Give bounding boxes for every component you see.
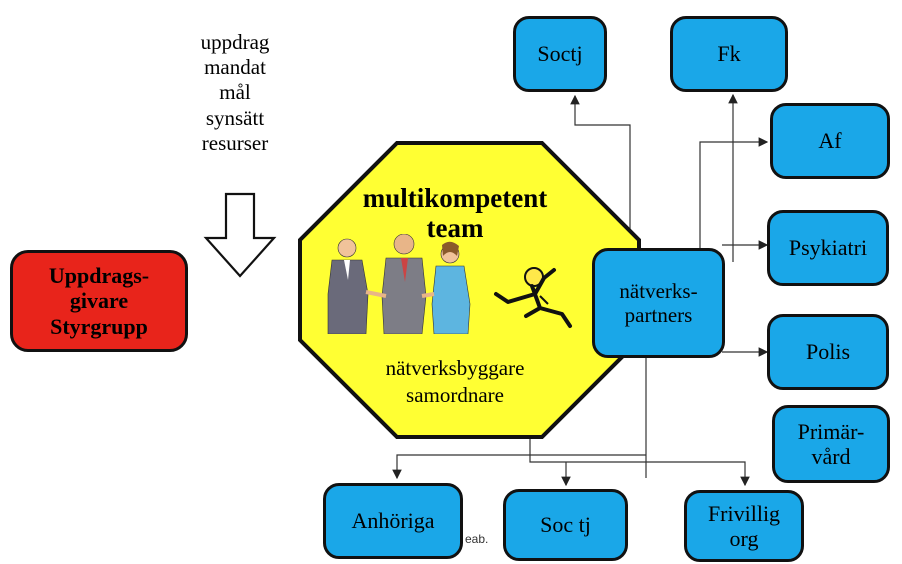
network-partners-hub: nätverks- partners xyxy=(592,248,725,358)
assignment-terms-text: uppdrag mandat mål synsätt resurser xyxy=(200,30,270,155)
client-steering-group-label: Uppdrags- givare Styrgrupp xyxy=(48,263,150,339)
partner-label-af: Af xyxy=(818,128,842,154)
line-team-bottom xyxy=(529,430,750,487)
team-octagon xyxy=(298,141,641,439)
partner-box-primarvard: Primär- vård xyxy=(772,405,890,483)
partner-label-soc-tj: Soc tj xyxy=(540,512,591,538)
partner-label-psykiatri: Psykiatri xyxy=(788,235,868,261)
partner-box-soc-tj: Soc tj xyxy=(503,489,628,561)
down-arrow-icon xyxy=(203,192,277,278)
team-title: multikompetent team xyxy=(362,183,548,244)
running-figure-icon xyxy=(494,267,572,328)
partner-box-anhoriga: Anhöriga xyxy=(323,483,463,559)
partner-label-fk: Fk xyxy=(717,41,741,67)
partner-label-anhoriga: Anhöriga xyxy=(351,508,435,534)
partner-box-polis: Polis xyxy=(767,314,889,390)
line-to-soctj xyxy=(570,94,631,262)
partner-box-soctj: Soctj xyxy=(513,16,607,92)
people-handshake-icon xyxy=(327,234,471,334)
partner-label-frivillig-org: Frivillig org xyxy=(707,500,781,551)
team-subtitle: nätverksbyggare samordnare xyxy=(385,356,525,408)
partner-label-soctj: Soctj xyxy=(537,41,583,67)
line-to-anhoriga xyxy=(392,454,646,480)
partner-label-polis: Polis xyxy=(805,339,851,365)
network-partners-label: nätverks- partners xyxy=(619,278,698,327)
partner-box-fk: Fk xyxy=(670,16,788,92)
partner-box-psykiatri: Psykiatri xyxy=(767,210,889,286)
line-to-af xyxy=(699,137,769,262)
partner-box-frivillig-org: Frivillig org xyxy=(684,490,804,562)
client-steering-group-box: Uppdrags- givare Styrgrupp xyxy=(10,250,188,352)
partner-label-primarvard: Primär- vård xyxy=(797,418,865,469)
partner-box-af: Af xyxy=(770,103,890,179)
watermark-text: eab. xyxy=(465,532,489,546)
